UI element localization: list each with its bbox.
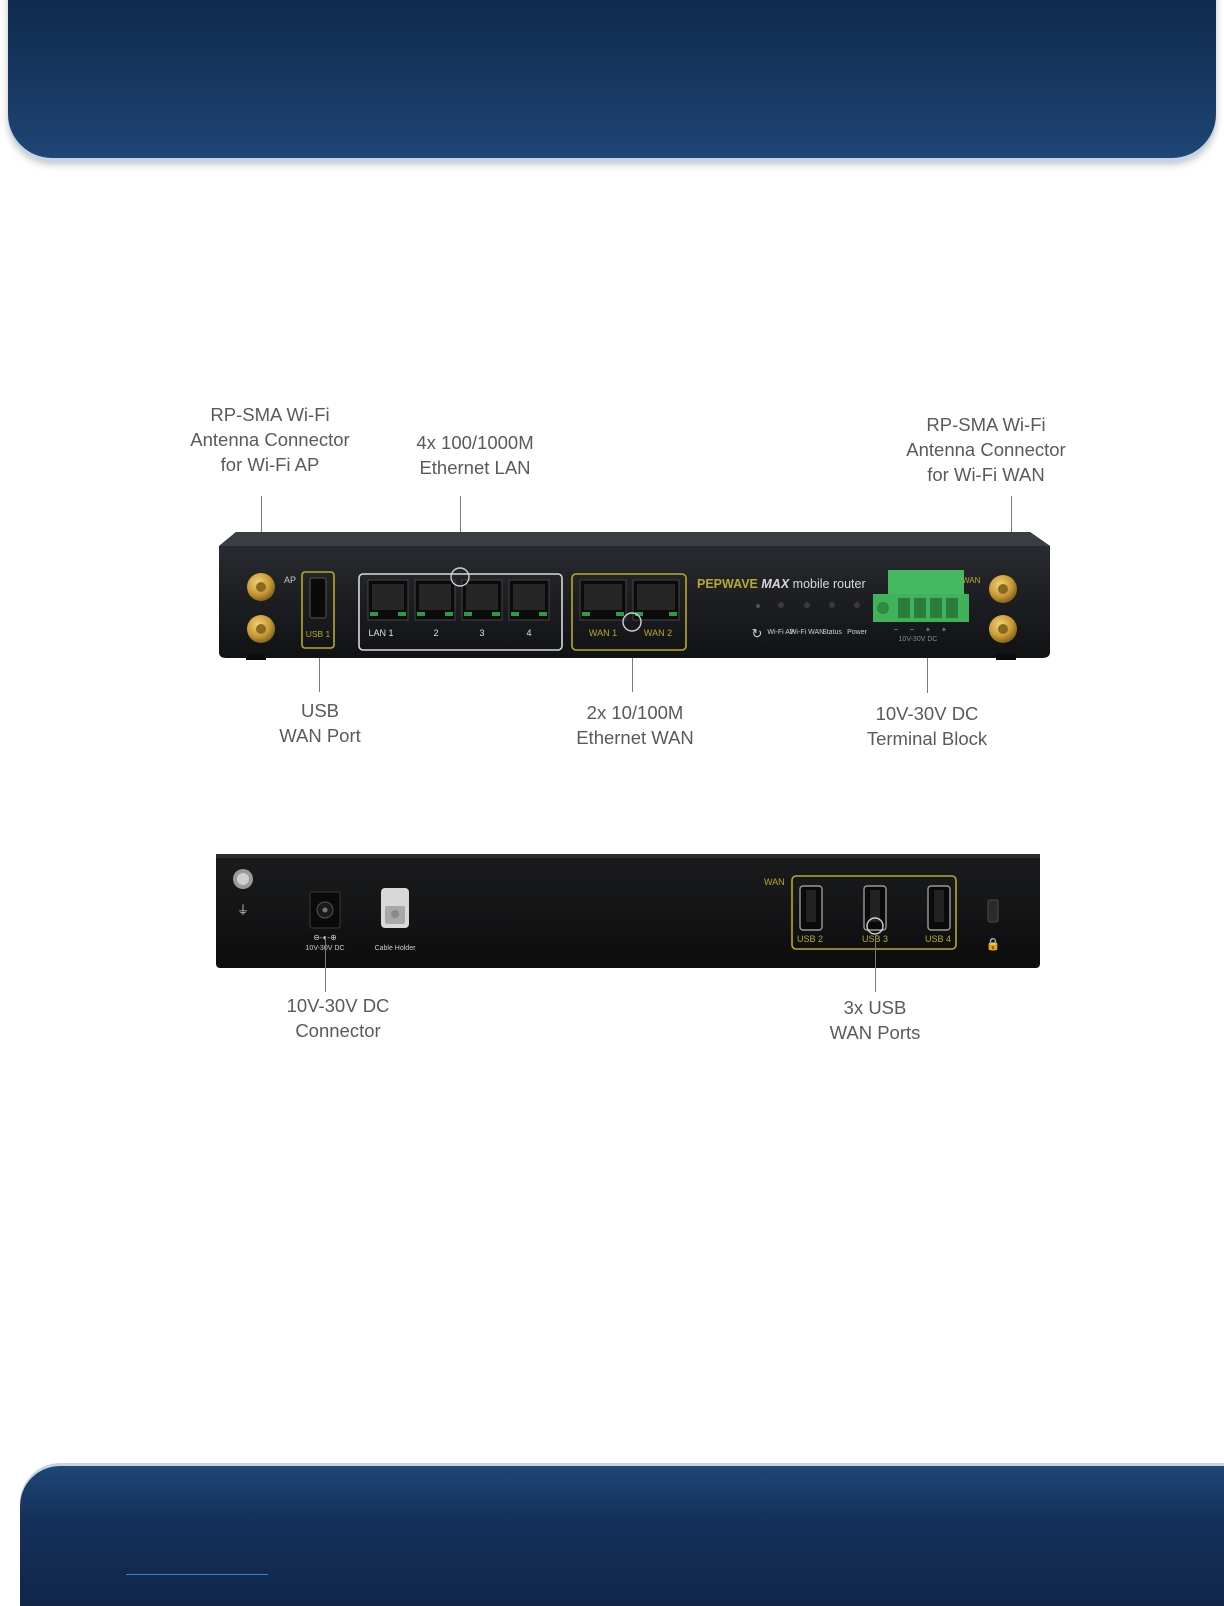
lan-label-2: 2 [433, 628, 438, 638]
lan-port-1[interactable] [367, 579, 409, 621]
usb4-label: USB 4 [925, 934, 951, 944]
callout-usb-wan-port: USB WAN Port [279, 700, 361, 746]
footer-link-underline[interactable] [126, 1574, 268, 1575]
terminal-block[interactable] [873, 570, 969, 622]
callout-wifi-ap-antenna: RP-SMA Wi-Fi Antenna Connector for Wi-Fi… [190, 404, 350, 475]
callout-terminal-block: 10V-30V DC Terminal Block [866, 703, 988, 749]
header-band [8, 0, 1216, 158]
terminal-sign-4: + [942, 625, 947, 634]
leader-usb-wan-ports [875, 934, 876, 992]
wan-port-1[interactable] [579, 579, 627, 621]
leader-ethernet-wan [632, 626, 633, 692]
wan-port-2[interactable] [632, 579, 680, 621]
dc-jack[interactable] [309, 891, 341, 929]
wan-antenna-label: WAN [962, 576, 981, 585]
wan-port-label-1: WAN 1 [589, 628, 617, 638]
wan-outline [571, 573, 687, 651]
antenna-connector-ap-bottom[interactable] [247, 615, 275, 643]
antenna-connector-wan-top[interactable] [989, 575, 1017, 603]
callout-ethernet-wan: 2x 10/100M Ethernet WAN [576, 702, 694, 748]
callout-ethernet-lan: 4x 100/1000M Ethernet LAN [416, 432, 534, 478]
led-wifi-wan [804, 602, 810, 608]
lan-port-4[interactable] [508, 579, 550, 621]
led-status [829, 602, 835, 608]
terminal-label: 10V-30V DC [899, 636, 938, 643]
lock-slot[interactable] [987, 899, 999, 923]
lan-port-2[interactable] [414, 579, 456, 621]
ap-label: AP [284, 575, 296, 585]
lan-label-1: LAN 1 [368, 628, 393, 638]
usb2-port[interactable] [799, 885, 823, 931]
led-label-wifi-ap: Wi-Fi AP [767, 629, 795, 636]
terminal-sign-3: + [926, 625, 931, 634]
rear-wan-outline [791, 875, 957, 950]
antenna-connector-ap-top[interactable] [247, 573, 275, 601]
lan-label-4: 4 [526, 628, 531, 638]
terminal-sign-2: − [910, 625, 915, 634]
callout-wifi-wan-antenna: RP-SMA Wi-Fi Antenna Connector for Wi-Fi… [906, 414, 1066, 485]
leader-dc-connector [325, 936, 326, 992]
usb1-label: USB 1 [306, 629, 331, 639]
usb3-port[interactable] [863, 885, 887, 931]
lan-outline [358, 573, 563, 651]
usb4-port[interactable] [927, 885, 951, 931]
usb1-outline [301, 571, 335, 649]
rear-panel-device: ⏚ ⊖-◐-⊕ 10V-30V DC Cable Holder WAN USB … [216, 854, 1040, 968]
wan-port-label-2: WAN 2 [644, 628, 672, 638]
ground-icon: ⏚ [237, 903, 249, 917]
ground-screw[interactable] [233, 869, 253, 889]
front-panel-device: AP USB 1 LAN 1 2 3 4 WAN 1 WAN 2 PEPWAVE… [219, 532, 1050, 660]
brand-text: PEPWAVE MAX mobile router [697, 577, 866, 591]
reset-icon[interactable]: ↻ [752, 626, 763, 641]
led-power [854, 602, 860, 608]
usb1-port[interactable] [309, 577, 327, 619]
lan-callout-marker [450, 567, 470, 587]
reset-pinhole[interactable] [756, 604, 760, 608]
cable-holder-label: Cable Holder [375, 945, 417, 952]
led-label-wifi-wan: Wi-Fi WAN [790, 629, 824, 636]
callout-dc-connector: 10V-30V DC Connector [286, 995, 390, 1041]
led-label-status: Status [822, 629, 842, 636]
usb2-label: USB 2 [797, 934, 823, 944]
wan-callout-marker [622, 612, 642, 632]
lan-port-3[interactable] [461, 579, 503, 621]
led-label-power: Power [847, 629, 868, 636]
terminal-sign-1: − [894, 625, 899, 634]
led-wifi-ap [778, 602, 784, 608]
antenna-connector-wan-bottom[interactable] [989, 615, 1017, 643]
callout-usb-wan-ports: 3x USB WAN Ports [829, 997, 921, 1043]
cable-holder[interactable] [381, 888, 409, 928]
footer-band [20, 1466, 1224, 1606]
lock-icon: 🔒 [986, 937, 1001, 951]
lan-label-3: 3 [479, 628, 484, 638]
rear-wan-label: WAN [764, 877, 785, 887]
